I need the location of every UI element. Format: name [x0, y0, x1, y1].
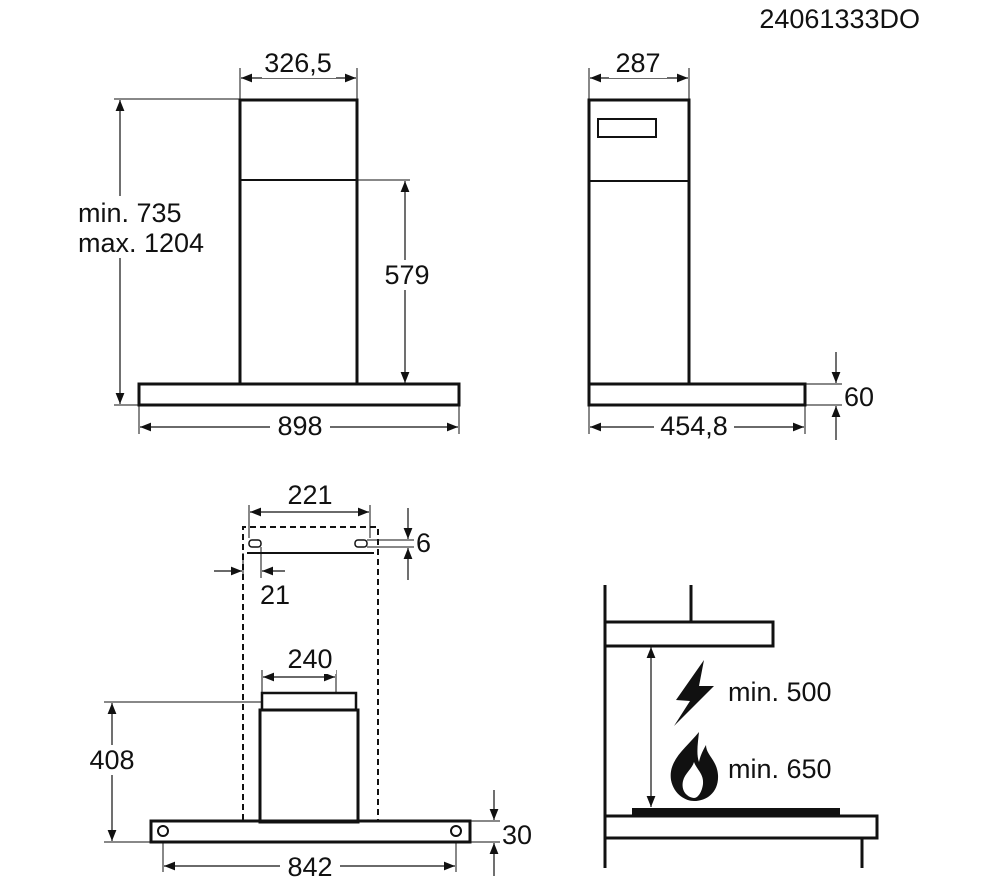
flame-icon: [670, 732, 719, 801]
hob: [632, 808, 840, 816]
hood-width-label: 898: [277, 411, 322, 441]
side-chimney: [587, 98, 691, 386]
fixing-hole-right: [450, 825, 462, 837]
hole-span-label: 842: [287, 852, 332, 882]
hood-thickness-label: 60: [844, 382, 874, 412]
side-view: 287 454,8 60: [587, 48, 874, 441]
height-min-label: min. 735: [78, 198, 182, 228]
worktop: [603, 814, 879, 840]
clearance-view: min. 500 min. 650: [603, 585, 879, 868]
mounting-canopy: [149, 819, 472, 844]
chimney-width-label: 326,5: [264, 48, 332, 78]
lightning-icon: [674, 660, 714, 726]
front-canopy: [137, 382, 461, 407]
front-view: 326,5 min. 735 max. 1204 579 898: [76, 48, 461, 441]
document-code: 24061333DO: [759, 4, 920, 34]
electric-min-label: min. 500: [728, 677, 832, 707]
bracket-slot-left: [248, 539, 262, 548]
upper-chimney-label: 579: [384, 260, 429, 290]
bracket-span-label: 221: [287, 480, 332, 510]
clearance-hood: [603, 620, 775, 648]
side-canopy: [587, 382, 807, 407]
motor-housing: [258, 708, 360, 824]
slot-offset-label: 21: [260, 580, 290, 610]
mounting-height-label: 408: [89, 745, 134, 775]
front-chimney: [238, 98, 359, 386]
hood-depth-label: 454,8: [660, 411, 728, 441]
slot-height-label: 6: [416, 528, 431, 558]
gas-min-label: min. 650: [728, 754, 832, 784]
chimney-depth-label: 287: [615, 48, 660, 78]
vent-slot: [597, 118, 657, 138]
height-max-label: max. 1204: [78, 228, 204, 258]
outlet-width-label: 240: [287, 644, 332, 674]
canopy-thickness-label: 30: [502, 820, 532, 850]
mounting-view: 221 6 21 240 408 84: [86, 480, 532, 882]
outlet-collar: [260, 691, 358, 712]
bracket-slot-right: [354, 539, 368, 548]
fixing-hole-left: [157, 825, 169, 837]
chimney-outline-dashed: [242, 526, 379, 820]
